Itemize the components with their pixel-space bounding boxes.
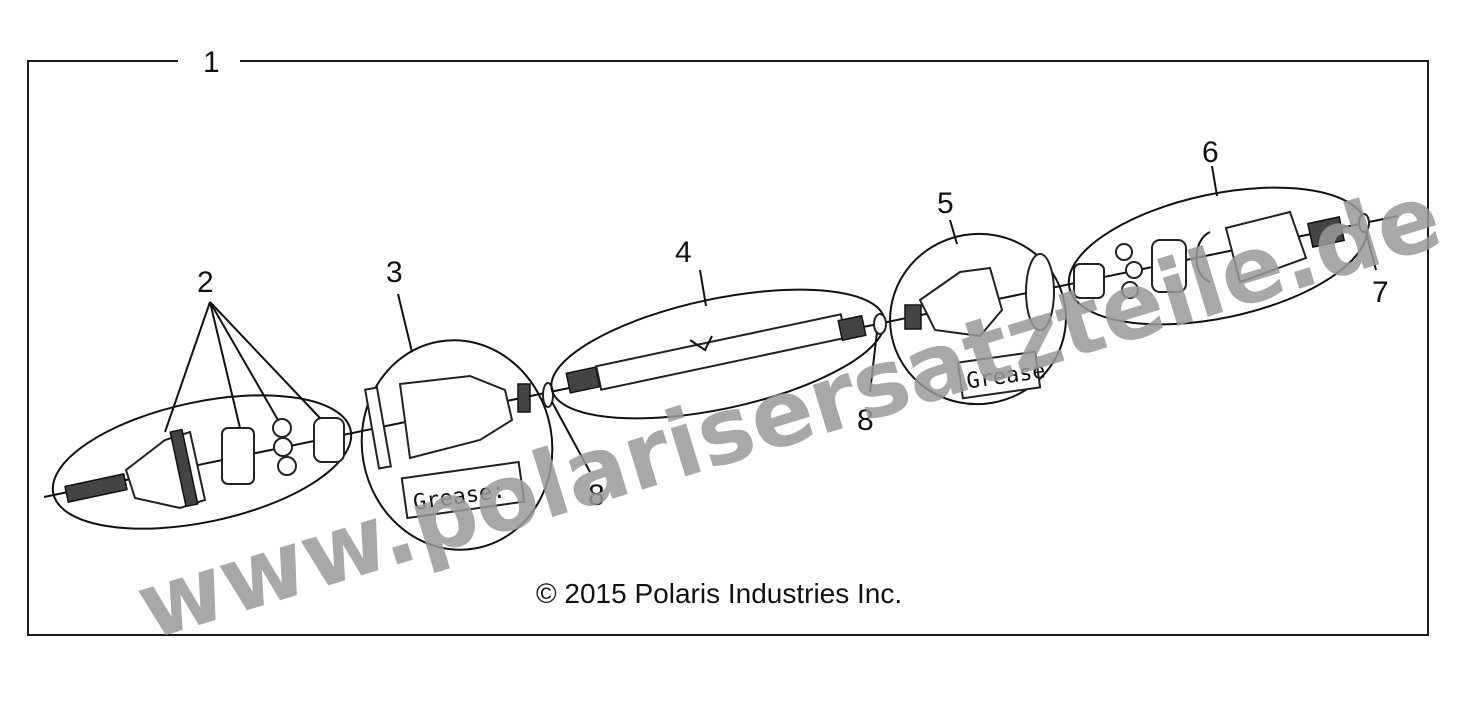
callout-7: 7 xyxy=(1372,276,1389,309)
leader-8-center xyxy=(869,331,878,393)
outer-boot-ellipse xyxy=(360,339,554,551)
outer-boot xyxy=(398,374,514,460)
inner-boot-clamp-large xyxy=(1025,253,1055,331)
inner-boot-clamp-small xyxy=(904,304,922,330)
inner-stub-spline xyxy=(1306,216,1346,248)
inner-boot xyxy=(918,266,1004,338)
clip-8-center xyxy=(873,313,887,335)
inner-cv-cage xyxy=(1151,239,1187,293)
leader-4 xyxy=(699,269,707,307)
assembly-frame xyxy=(27,60,1429,636)
outer-stub-spline xyxy=(64,473,128,503)
outer-boot-clamp-small xyxy=(517,383,531,413)
ball-3 xyxy=(277,456,297,476)
outer-boot-kit-group: Grease: xyxy=(360,293,554,551)
leader-8-left xyxy=(551,401,591,473)
callout-8-center: 8 xyxy=(857,404,874,437)
leader-2d xyxy=(209,301,321,419)
leader-2c xyxy=(209,301,279,421)
outer-cv-joint-group xyxy=(51,301,353,530)
inner-boot-kit-group: Grease xyxy=(889,219,1067,406)
clip-7-group xyxy=(1358,213,1377,271)
clip-7 xyxy=(1358,213,1370,233)
inner-cv-inner-race xyxy=(1073,263,1105,299)
leader-2b xyxy=(209,301,241,429)
inner-cv-snap-ring xyxy=(1195,231,1211,283)
inner-grease-box xyxy=(956,350,1042,400)
outer-cv-inner-race xyxy=(313,417,345,463)
callout-8-left: 8 xyxy=(588,479,605,512)
ball-1 xyxy=(272,418,292,438)
copyright-text: © 2015 Polaris Industries Inc. xyxy=(536,578,902,609)
ball-4 xyxy=(1115,243,1133,261)
leader-5 xyxy=(949,219,958,245)
shaft-spline-left xyxy=(565,366,601,394)
shaft-damper xyxy=(689,335,713,352)
callout-1: 1 xyxy=(203,46,220,79)
outer-cv-joint-ellipse xyxy=(51,394,353,530)
ball-5 xyxy=(1125,261,1143,279)
ball-6 xyxy=(1121,281,1139,299)
inner-cv-housing xyxy=(1224,210,1308,284)
leader-2a xyxy=(164,301,211,433)
ball-2 xyxy=(273,437,293,457)
callout-2: 2 xyxy=(197,266,214,299)
shaft-spline-right xyxy=(837,314,867,342)
outer-boot-clamp-large xyxy=(363,386,393,470)
leader-7 xyxy=(1365,231,1377,271)
callout-4: 4 xyxy=(675,236,692,269)
callout-5: 5 xyxy=(937,187,954,220)
outer-cv-cage xyxy=(221,427,255,485)
inner-cv-joint-group xyxy=(1067,165,1369,326)
callout-3: 3 xyxy=(386,256,403,289)
clip-8-center-group xyxy=(869,313,887,393)
callout-6: 6 xyxy=(1202,136,1219,169)
leader-6 xyxy=(1211,165,1218,197)
shaft-group xyxy=(550,269,886,420)
leader-3 xyxy=(397,293,413,353)
outer-cv-ring xyxy=(169,428,199,508)
outer-grease-box xyxy=(400,460,526,520)
inner-boot-ellipse xyxy=(889,232,1067,406)
